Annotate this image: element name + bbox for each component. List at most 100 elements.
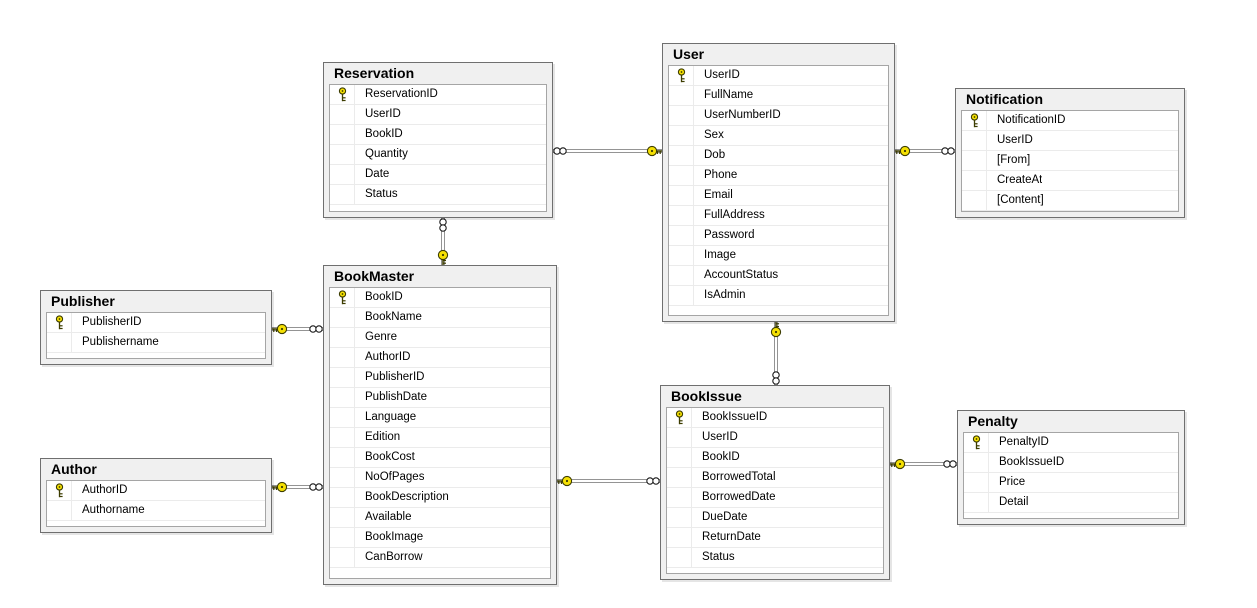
icon-cell-empty — [962, 131, 987, 150]
column-name: Available — [365, 511, 412, 523]
table-row: BookID — [667, 448, 883, 468]
column-name: [Content] — [997, 194, 1044, 206]
table-row: AuthorID — [47, 481, 265, 501]
icon-cell-empty — [330, 388, 355, 407]
table-row: Date — [330, 165, 546, 185]
column-name: NotificationID — [997, 114, 1066, 126]
primary-key-icon — [330, 288, 355, 307]
relationship-publisher-bookmaster[interactable] — [272, 323, 323, 335]
column-name: CanBorrow — [365, 551, 423, 563]
icon-cell-empty — [330, 145, 355, 164]
table-title: Penalty — [968, 413, 1018, 429]
primary-key-icon — [47, 481, 72, 500]
column-name: IsAdmin — [704, 289, 746, 301]
table-title: BookIssue — [671, 388, 742, 404]
icon-cell-empty — [330, 448, 355, 467]
column-name: PublishDate — [365, 391, 428, 403]
table-row: UserID — [669, 66, 888, 86]
table-row: FullName — [669, 86, 888, 106]
column-name: BookID — [365, 291, 403, 303]
relationship-user-notification[interactable] — [895, 145, 955, 157]
table-row: BookIssueID — [964, 453, 1178, 473]
column-name: Edition — [365, 431, 401, 443]
icon-cell-empty — [330, 368, 355, 387]
table-row: BookName — [330, 308, 550, 328]
primary-key-icon — [964, 433, 989, 452]
icon-cell-empty — [667, 448, 692, 467]
table-row: [Content] — [962, 191, 1178, 211]
column-name: BookName — [365, 311, 422, 323]
icon-cell-empty — [330, 548, 355, 567]
table-row: PublishDate — [330, 388, 550, 408]
column-name: UserID — [704, 69, 740, 81]
column-name: ReservationID — [365, 88, 438, 100]
table-row: NoOfPages — [330, 468, 550, 488]
column-name: Price — [999, 476, 1026, 488]
table-row: ReturnDate — [667, 528, 883, 548]
table-row: Detail — [964, 493, 1178, 513]
column-name: Publishername — [82, 336, 159, 348]
table-row: Password — [669, 226, 888, 246]
table-title: Reservation — [334, 65, 415, 81]
table-row: CreateAt — [962, 171, 1178, 191]
column-name: Date — [365, 168, 390, 180]
icon-cell-empty — [669, 146, 694, 165]
table-row: BookCost — [330, 448, 550, 468]
icon-cell-empty — [667, 548, 692, 567]
relationship-bookmaster-bookissue[interactable] — [557, 475, 660, 487]
column-name: UserID — [702, 431, 738, 443]
relationship-author-bookmaster[interactable] — [272, 481, 323, 493]
icon-cell-empty — [669, 126, 694, 145]
relationship-bookmaster-reservation[interactable] — [437, 218, 449, 265]
icon-cell-empty — [47, 333, 72, 352]
column-name: Status — [702, 551, 735, 563]
table-title: Author — [51, 461, 97, 477]
icon-cell-empty — [669, 286, 694, 305]
icon-cell-empty — [330, 165, 355, 184]
icon-cell-empty — [964, 473, 989, 492]
icon-cell-empty — [669, 226, 694, 245]
relationship-user-reservation[interactable] — [553, 145, 662, 157]
table-row: IsAdmin — [669, 286, 888, 306]
column-name: FullAddress — [704, 209, 765, 221]
table-row: AccountStatus — [669, 266, 888, 286]
column-name: Email — [704, 189, 733, 201]
primary-key-icon — [669, 66, 694, 85]
column-name: PublisherID — [365, 371, 425, 383]
table-row: Language — [330, 408, 550, 428]
table-row: CanBorrow — [330, 548, 550, 568]
column-name: Detail — [999, 496, 1029, 508]
table-row: Sex — [669, 126, 888, 146]
relationship-user-bookissue[interactable] — [770, 322, 782, 385]
icon-cell-empty — [330, 508, 355, 527]
primary-key-icon — [47, 313, 72, 332]
primary-key-icon — [962, 111, 987, 130]
table-row: Authorname — [47, 501, 265, 521]
icon-cell-empty — [964, 453, 989, 472]
icon-cell-empty — [330, 125, 355, 144]
icon-cell-empty — [962, 191, 987, 210]
table-row: Publishername — [47, 333, 265, 353]
table-row: Phone — [669, 166, 888, 186]
column-name: PenaltyID — [999, 436, 1049, 448]
table-row: UserNumberID — [669, 106, 888, 126]
relationship-bookissue-penalty[interactable] — [890, 458, 957, 470]
column-name: Language — [365, 411, 417, 423]
column-name: BookCost — [365, 451, 415, 463]
table-row: FullAddress — [669, 206, 888, 226]
table-row: Genre — [330, 328, 550, 348]
